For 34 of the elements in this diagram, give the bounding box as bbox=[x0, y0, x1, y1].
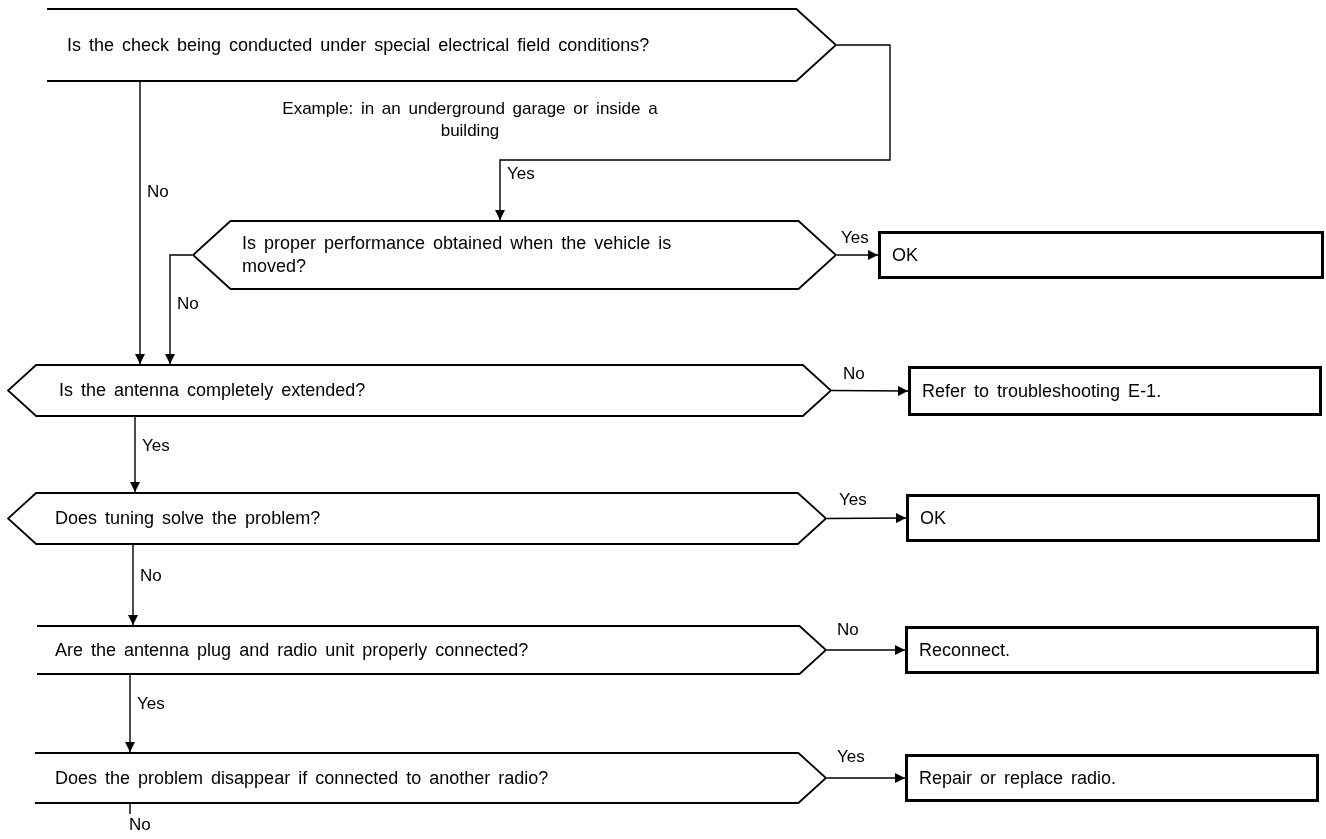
connector-arrow bbox=[826, 645, 906, 655]
result-box bbox=[908, 366, 1322, 416]
question-text: Does tuning solve the problem? bbox=[55, 507, 321, 530]
decision-box bbox=[192, 220, 837, 290]
connector-arrow bbox=[135, 81, 145, 365]
decision-box bbox=[7, 364, 832, 417]
connector-arrow bbox=[826, 513, 907, 524]
decision-box bbox=[35, 752, 827, 804]
result-box bbox=[906, 494, 1320, 542]
decision-box bbox=[7, 492, 827, 545]
decision-box bbox=[37, 625, 827, 675]
result-text: Refer to troubleshooting E-1. bbox=[922, 379, 1162, 403]
connector-arrow bbox=[495, 44, 891, 221]
result-box bbox=[905, 626, 1319, 674]
result-box bbox=[905, 754, 1319, 802]
connector-arrow bbox=[125, 674, 135, 753]
connector-arrow bbox=[836, 250, 879, 260]
result-text: OK bbox=[892, 243, 918, 267]
connector-arrow bbox=[128, 544, 138, 626]
connector-arrow bbox=[831, 385, 909, 396]
question-text: Are the antenna plug and radio unit properly connected? bbox=[55, 638, 529, 662]
connector-arrow bbox=[826, 773, 906, 783]
question-text: Is the antenna completely extended? bbox=[59, 379, 366, 402]
result-box bbox=[878, 231, 1324, 279]
result-text: Repair or replace radio. bbox=[919, 766, 1117, 790]
question-text: Does the problem disappear if connected to another radio? bbox=[55, 766, 549, 790]
note-text: Example: in an underground garage or inside a building bbox=[281, 98, 659, 142]
question-text: Is the check being conducted under special electrical field conditions? bbox=[67, 33, 650, 57]
result-text: Reconnect. bbox=[919, 638, 1011, 662]
result-text: OK bbox=[920, 506, 946, 530]
connector-arrow bbox=[165, 254, 193, 365]
connector-arrow bbox=[130, 416, 140, 493]
question-text: Is proper performance obtained when the vehicle is moved? bbox=[242, 232, 673, 278]
decision-box bbox=[47, 8, 837, 82]
